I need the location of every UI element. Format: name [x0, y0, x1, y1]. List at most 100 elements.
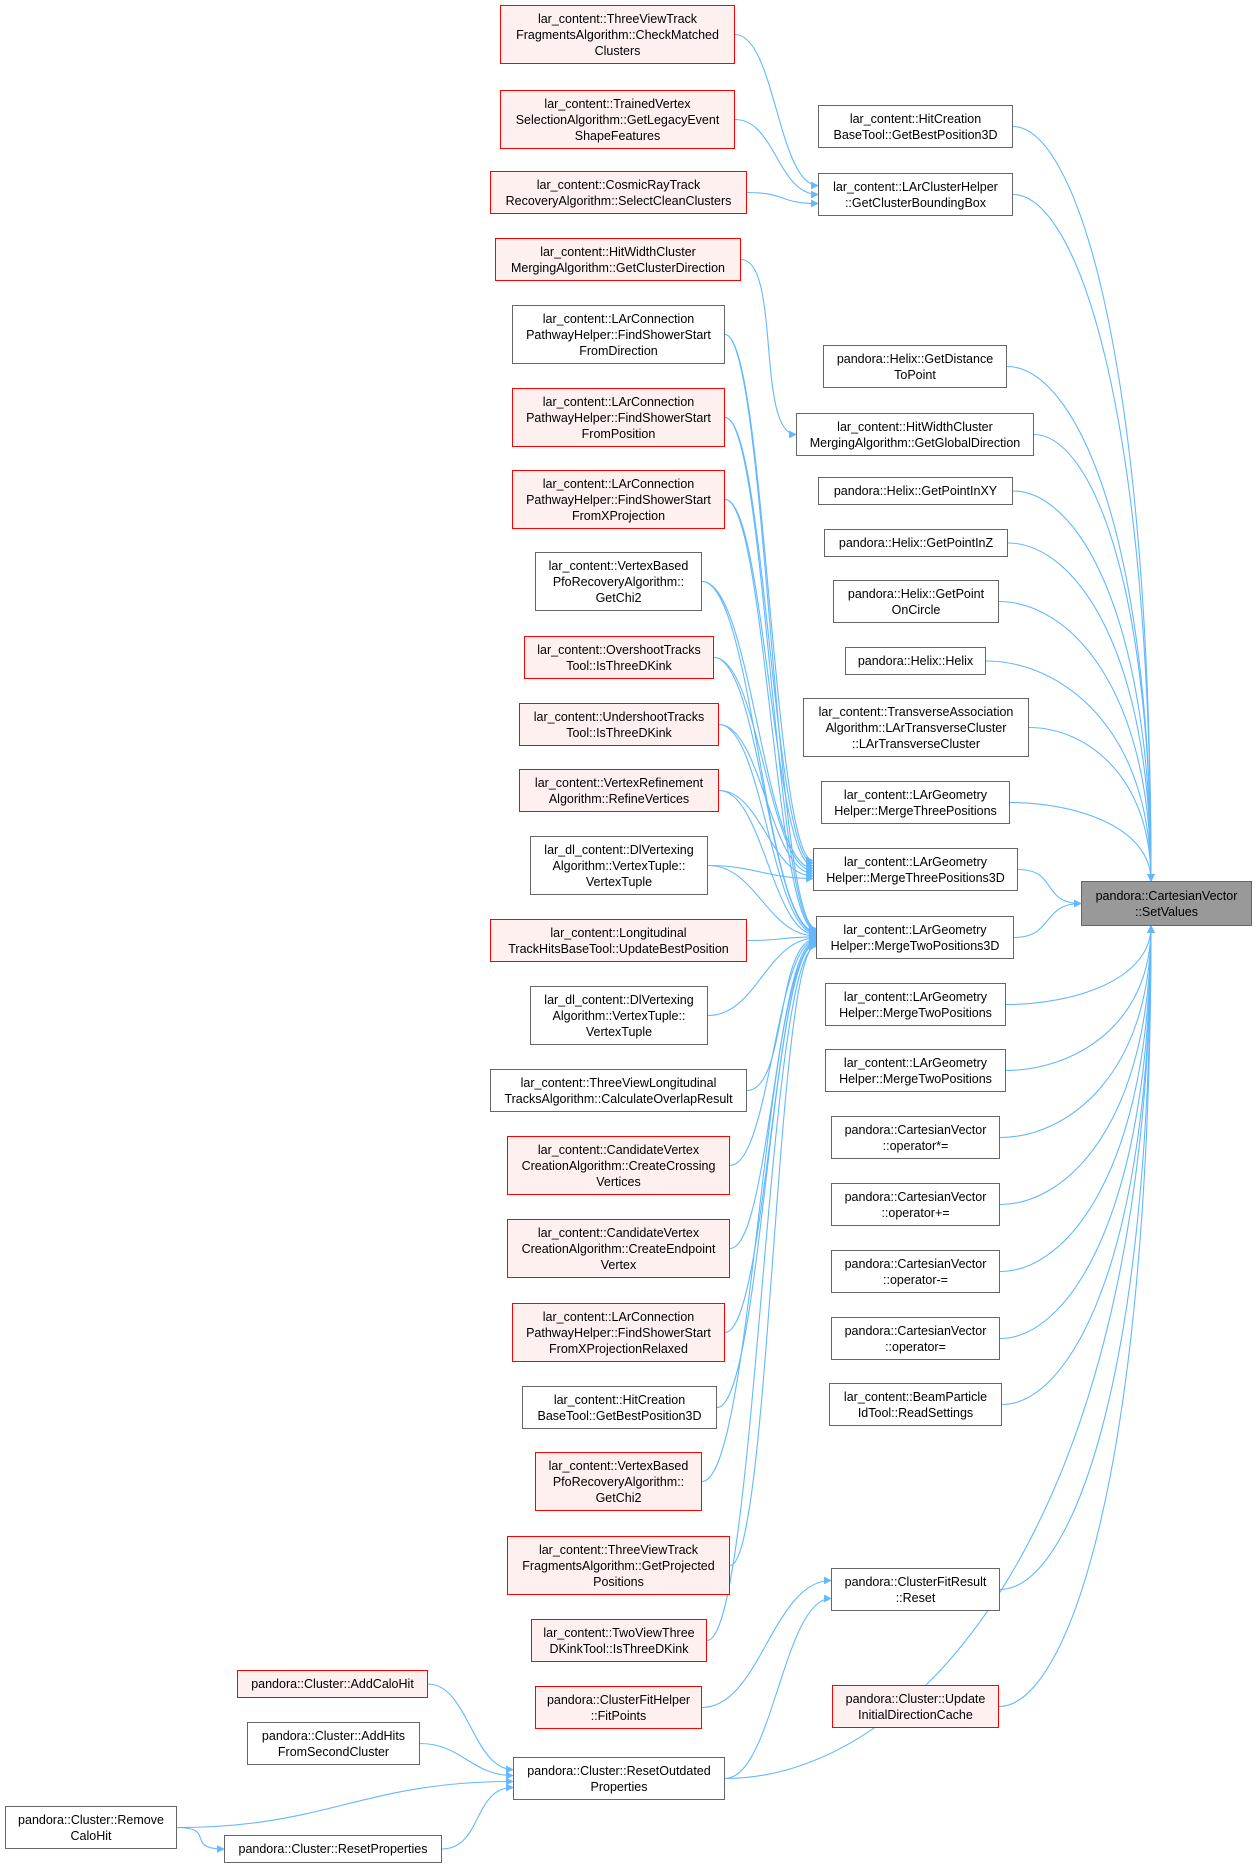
- node-connection-findshowerstartfromposition[interactable]: lar_content::LArConnection PathwayHelper…: [512, 388, 725, 447]
- node-helix-getpointinz[interactable]: pandora::Helix::GetPointInZ: [824, 529, 1008, 557]
- node-cluster-removecalohit[interactable]: pandora::Cluster::Remove CaloHit: [5, 1806, 177, 1849]
- call-edge-overshoot-to-geo_m3d: [713, 656, 814, 875]
- node-geometry-mergethreepositions3d[interactable]: lar_content::LArGeometry Helper::MergeTh…: [813, 848, 1018, 891]
- node-clusterfitresult-reset[interactable]: pandora::ClusterFitResult ::Reset: [831, 1568, 1000, 1611]
- node-cartesianvector-setvalues: pandora::CartesianVector ::SetValues: [1081, 881, 1252, 926]
- node-hitcreation-getbestposition3d-left[interactable]: lar_content::HitCreation BaseTool::GetBe…: [522, 1386, 717, 1429]
- call-edge-geo_m2b-to-setvalues: [1005, 925, 1155, 1072]
- node-connection-findshowerstartfromdirection[interactable]: lar_content::LArConnection PathwayHelper…: [512, 305, 725, 364]
- node-beamparticle-readsettings[interactable]: lar_content::BeamParticle IdTool::ReadSe…: [829, 1383, 1002, 1426]
- call-edge-beam-to-setvalues: [1001, 925, 1155, 1406]
- node-threeviewtrack-getprojectedpositions[interactable]: lar_content::ThreeViewTrack FragmentsAlg…: [507, 1536, 730, 1595]
- call-edge-geo_m2d-to-setvalues: [1013, 899, 1082, 939]
- node-cluster-addcalohit[interactable]: pandora::Cluster::AddCaloHit: [237, 1670, 428, 1698]
- node-trainedvertex-getlegacyeventshapefeatures[interactable]: lar_content::TrainedVertex SelectionAlgo…: [500, 90, 735, 149]
- node-helix-getpointinxy[interactable]: pandora::Helix::GetPointInXY: [818, 477, 1013, 505]
- node-larclusterhelper-getclusterboundingbox[interactable]: lar_content::LArClusterHelper ::GetClust…: [818, 173, 1013, 216]
- call-edge-geo_m3d-to-setvalues: [1017, 868, 1082, 908]
- node-hitwidth-getglobaldirection[interactable]: lar_content::HitWidthCluster MergingAlgo…: [796, 413, 1034, 456]
- call-edge-conn_frompos-to-geo_m3d: [724, 416, 814, 867]
- call-edge-tvtf_proj-to-geo_m2d: [729, 941, 817, 1567]
- node-candidatevertex-createcrossingvertices[interactable]: lar_content::CandidateVertex CreationAlg…: [507, 1136, 730, 1195]
- call-edge-dl_b-to-geo_m2d: [707, 934, 817, 1017]
- node-operator-add-assign[interactable]: pandora::CartesianVector ::operator+=: [831, 1183, 1000, 1226]
- node-helix-helix[interactable]: pandora::Helix::Helix: [845, 647, 986, 675]
- node-vertexbased-getchi2-a[interactable]: lar_content::VertexBased PfoRecoveryAlgo…: [535, 552, 702, 611]
- node-vertexrefinement-refinevertices[interactable]: lar_content::VertexRefinement Algorithm:…: [519, 769, 719, 812]
- node-cluster-updateinitialdirectioncache[interactable]: pandora::Cluster::Update InitialDirectio…: [832, 1685, 999, 1728]
- call-edge-cfh_fit-to-cfr_reset: [701, 1576, 832, 1709]
- node-operator-assign[interactable]: pandora::CartesianVector ::operator=: [831, 1317, 1000, 1360]
- node-clusterfithelper-fitpoints[interactable]: pandora::ClusterFitHelper ::FitPoints: [535, 1686, 702, 1729]
- node-vertexbased-getchi2-b[interactable]: lar_content::VertexBased PfoRecoveryAlgo…: [535, 1452, 702, 1511]
- call-edge-cand_cross-to-geo_m2d: [729, 936, 817, 1167]
- call-edge-cl_resetout-to-setvalues: [724, 925, 1155, 1780]
- call-edge-vref-to-geo_m2d: [718, 789, 817, 939]
- node-cluster-addhitsfromsecondcluster[interactable]: pandora::Cluster::AddHits FromSecondClus…: [247, 1722, 420, 1765]
- node-geometry-mergetwopositions3d[interactable]: lar_content::LArGeometry Helper::MergeTw…: [816, 916, 1014, 959]
- call-edge-undershoot-to-geo_m2d: [718, 723, 817, 938]
- call-edge-tvtf_check-to-arcluster_bb: [734, 33, 819, 190]
- call-edge-dl_a-to-geo_m2d: [707, 864, 817, 940]
- node-geometry-mergethreepositions[interactable]: lar_content::LArGeometry Helper::MergeTh…: [821, 781, 1010, 824]
- call-edge-vref-to-geo_m3d: [718, 789, 814, 880]
- node-operator-multiply-assign[interactable]: pandora::CartesianVector ::operator*=: [831, 1116, 1000, 1159]
- node-overshoottracks-isthreedkink[interactable]: lar_content::OvershootTracks Tool::IsThr…: [524, 636, 714, 679]
- call-edge-arcluster_bb-to-setvalues: [1012, 193, 1155, 882]
- call-edge-vb_chi2_b-to-geo_m2d: [701, 940, 817, 1483]
- call-edge-helix_z-to-setvalues: [1007, 542, 1155, 882]
- call-edge-longit-to-geo_m2d: [746, 933, 817, 942]
- call-edge-conn_fromdir-to-geo_m2d: [724, 333, 817, 933]
- node-candidatevertex-createendpointvertex[interactable]: lar_content::CandidateVertex CreationAlg…: [507, 1219, 730, 1278]
- call-edge-cl_remove-to-cl_resetout: [176, 1777, 514, 1829]
- call-edge-dl_a-to-geo_m3d: [707, 864, 814, 883]
- call-edge-cand_end-to-geo_m2d: [729, 937, 817, 1250]
- node-geometry-mergetwopositions-b[interactable]: lar_content::LArGeometry Helper::MergeTw…: [825, 1049, 1006, 1092]
- node-twoviewthreedkink-isthreedkink[interactable]: lar_content::TwoViewThree DKinkTool::IsT…: [531, 1619, 707, 1662]
- node-geometry-mergetwopositions-a[interactable]: lar_content::LArGeometry Helper::MergeTw…: [825, 983, 1006, 1026]
- node-hitwidth-getclusterdirection[interactable]: lar_content::HitWidthCluster MergingAlgo…: [495, 238, 741, 281]
- node-cluster-resetproperties[interactable]: pandora::Cluster::ResetProperties: [224, 1835, 442, 1863]
- node-threeviewtrack-checkmatchedclusters[interactable]: lar_content::ThreeViewTrack FragmentsAlg…: [500, 5, 735, 64]
- node-dlvertexing-vertextuple-b[interactable]: lar_dl_content::DlVertexing Algorithm::V…: [530, 986, 708, 1045]
- call-edge-helix_xy-to-setvalues: [1012, 490, 1155, 882]
- node-connection-findshowerstartfromxprojectionrelaxed[interactable]: lar_content::LArConnection PathwayHelper…: [512, 1303, 725, 1362]
- call-edge-op_mul-to-setvalues: [999, 925, 1155, 1139]
- call-edge-transverse-to-setvalues: [1028, 726, 1155, 882]
- call-edge-op_eq-to-setvalues: [999, 925, 1155, 1340]
- call-edge-cfr_reset-to-setvalues: [999, 925, 1155, 1591]
- node-transverse-cluster[interactable]: lar_content::TransverseAssociation Algor…: [803, 698, 1029, 757]
- node-dlvertexing-vertextuple-a[interactable]: lar_dl_content::DlVertexing Algorithm::V…: [530, 836, 708, 895]
- call-edge-hw_clusterdir-to-hw_globaldir: [740, 258, 797, 439]
- call-edge-vb_chi2_a-to-geo_m3d: [701, 580, 814, 873]
- node-hitcreation-getbestposition3d[interactable]: lar_content::HitCreation BaseTool::GetBe…: [818, 105, 1013, 148]
- call-edge-geo_m2a-to-setvalues: [1005, 925, 1155, 1006]
- call-edge-conn_frompos-to-geo_m2d: [724, 416, 817, 934]
- call-edge-cl_resetprop-to-cl_resetout: [441, 1783, 514, 1850]
- call-edge-cl_resetout-to-cfr_reset: [724, 1594, 832, 1780]
- call-edge-vb_chi2_a-to-geo_m2d: [701, 580, 817, 936]
- call-edge-hw_globaldir-to-setvalues: [1033, 433, 1155, 882]
- call-edge-overshoot-to-geo_m2d: [713, 656, 817, 937]
- node-undershoottracks-isthreedkink[interactable]: lar_content::UndershootTracks Tool::IsTh…: [519, 703, 719, 746]
- node-longitudinal-updatebestposition[interactable]: lar_content::Longitudinal TrackHitsBaseT…: [490, 919, 747, 962]
- call-edge-hc_getbest_r-to-setvalues: [1012, 125, 1155, 882]
- node-helix-getdistancetopoint[interactable]: pandora::Helix::GetDistance ToPoint: [823, 345, 1007, 388]
- call-edge-geo_m3-to-setvalues: [1009, 801, 1155, 882]
- call-edge-cl_addhits-to-cl_resetout: [419, 1742, 514, 1780]
- call-edge-hc_getbest_l-to-geo_m2d: [716, 939, 817, 1409]
- node-threeviewlongitudinal-calculateoverlapresult[interactable]: lar_content::ThreeViewLongitudinal Track…: [490, 1069, 747, 1112]
- node-connection-findshowerstartfromxprojection[interactable]: lar_content::LArConnection PathwayHelper…: [512, 470, 725, 529]
- call-edge-cl_addcalo-to-cl_resetout: [427, 1683, 514, 1774]
- call-edge-op_sub-to-setvalues: [999, 925, 1155, 1273]
- call-edge-conn_fromx-to-geo_m3d: [724, 498, 814, 870]
- node-helix-getpointoncircle[interactable]: pandora::Helix::GetPoint OnCircle: [833, 580, 999, 623]
- call-edge-cl_remove-to-cl_resetprop: [176, 1826, 225, 1853]
- node-operator-subtract-assign[interactable]: pandora::CartesianVector ::operator-=: [831, 1250, 1000, 1293]
- call-edge-op_add-to-setvalues: [999, 925, 1155, 1206]
- node-cosmicray-selectcleanclusters[interactable]: lar_content::CosmicRayTrack RecoveryAlgo…: [490, 171, 747, 214]
- call-edge-trained-to-arcluster_bb: [734, 118, 819, 199]
- call-edge-helix_circle-to-setvalues: [998, 600, 1155, 882]
- node-cluster-resetoutdatedproperties[interactable]: pandora::Cluster::ResetOutdated Properti…: [513, 1757, 725, 1800]
